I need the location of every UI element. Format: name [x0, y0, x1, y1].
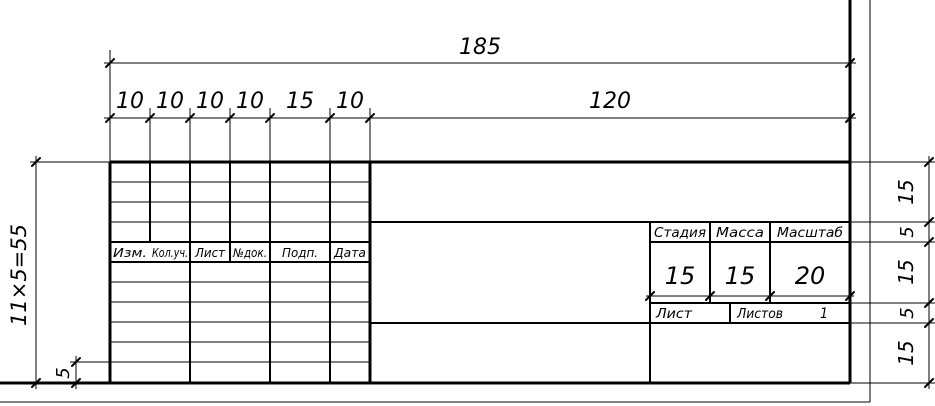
stage-value: 15 [665, 262, 696, 290]
mass-value: 15 [725, 262, 756, 290]
sheet-label: Лист [655, 307, 694, 322]
scale-value: 20 [795, 262, 826, 290]
dim-right-height-2: 5 [897, 226, 918, 237]
dim-col-kolch: 10 [156, 89, 184, 114]
stage-label: Стадия [654, 226, 706, 241]
dim-col-list: 10 [196, 89, 224, 114]
title-block-grid [108, 160, 850, 383]
dim-right-height-5: 15 [894, 340, 918, 365]
dim-right-width: 120 [589, 89, 631, 114]
sheets-value: 1 [820, 306, 828, 322]
dim-row-height: 5 [53, 367, 74, 378]
col-header-data: Дата [333, 246, 366, 260]
dim-col-ndok: 10 [236, 89, 264, 114]
dimension-ticks [31, 58, 934, 388]
mass-label: Масса [716, 226, 764, 241]
scale-label: Масштаб [777, 226, 843, 241]
dim-left-height: 11×5=55 [7, 224, 31, 326]
dim-col-izm: 10 [116, 89, 144, 114]
dim-col-data: 10 [336, 89, 364, 114]
dim-col-podp: 15 [286, 89, 314, 114]
col-header-list: Лист [194, 246, 226, 260]
dim-right-height-4: 5 [897, 307, 918, 318]
col-header-podp: Подп. [282, 246, 318, 260]
col-header-kolch: Кол.уч. [152, 246, 188, 260]
dim-right-height-3: 15 [894, 259, 918, 284]
extension-lines [30, 50, 935, 384]
sheets-label: Листов [736, 307, 783, 322]
col-header-ndok: №док. [232, 246, 267, 260]
dim-right-height-1: 15 [894, 179, 918, 204]
col-header-izm: Изм. [113, 246, 147, 260]
dim-overall-width: 185 [459, 35, 501, 60]
